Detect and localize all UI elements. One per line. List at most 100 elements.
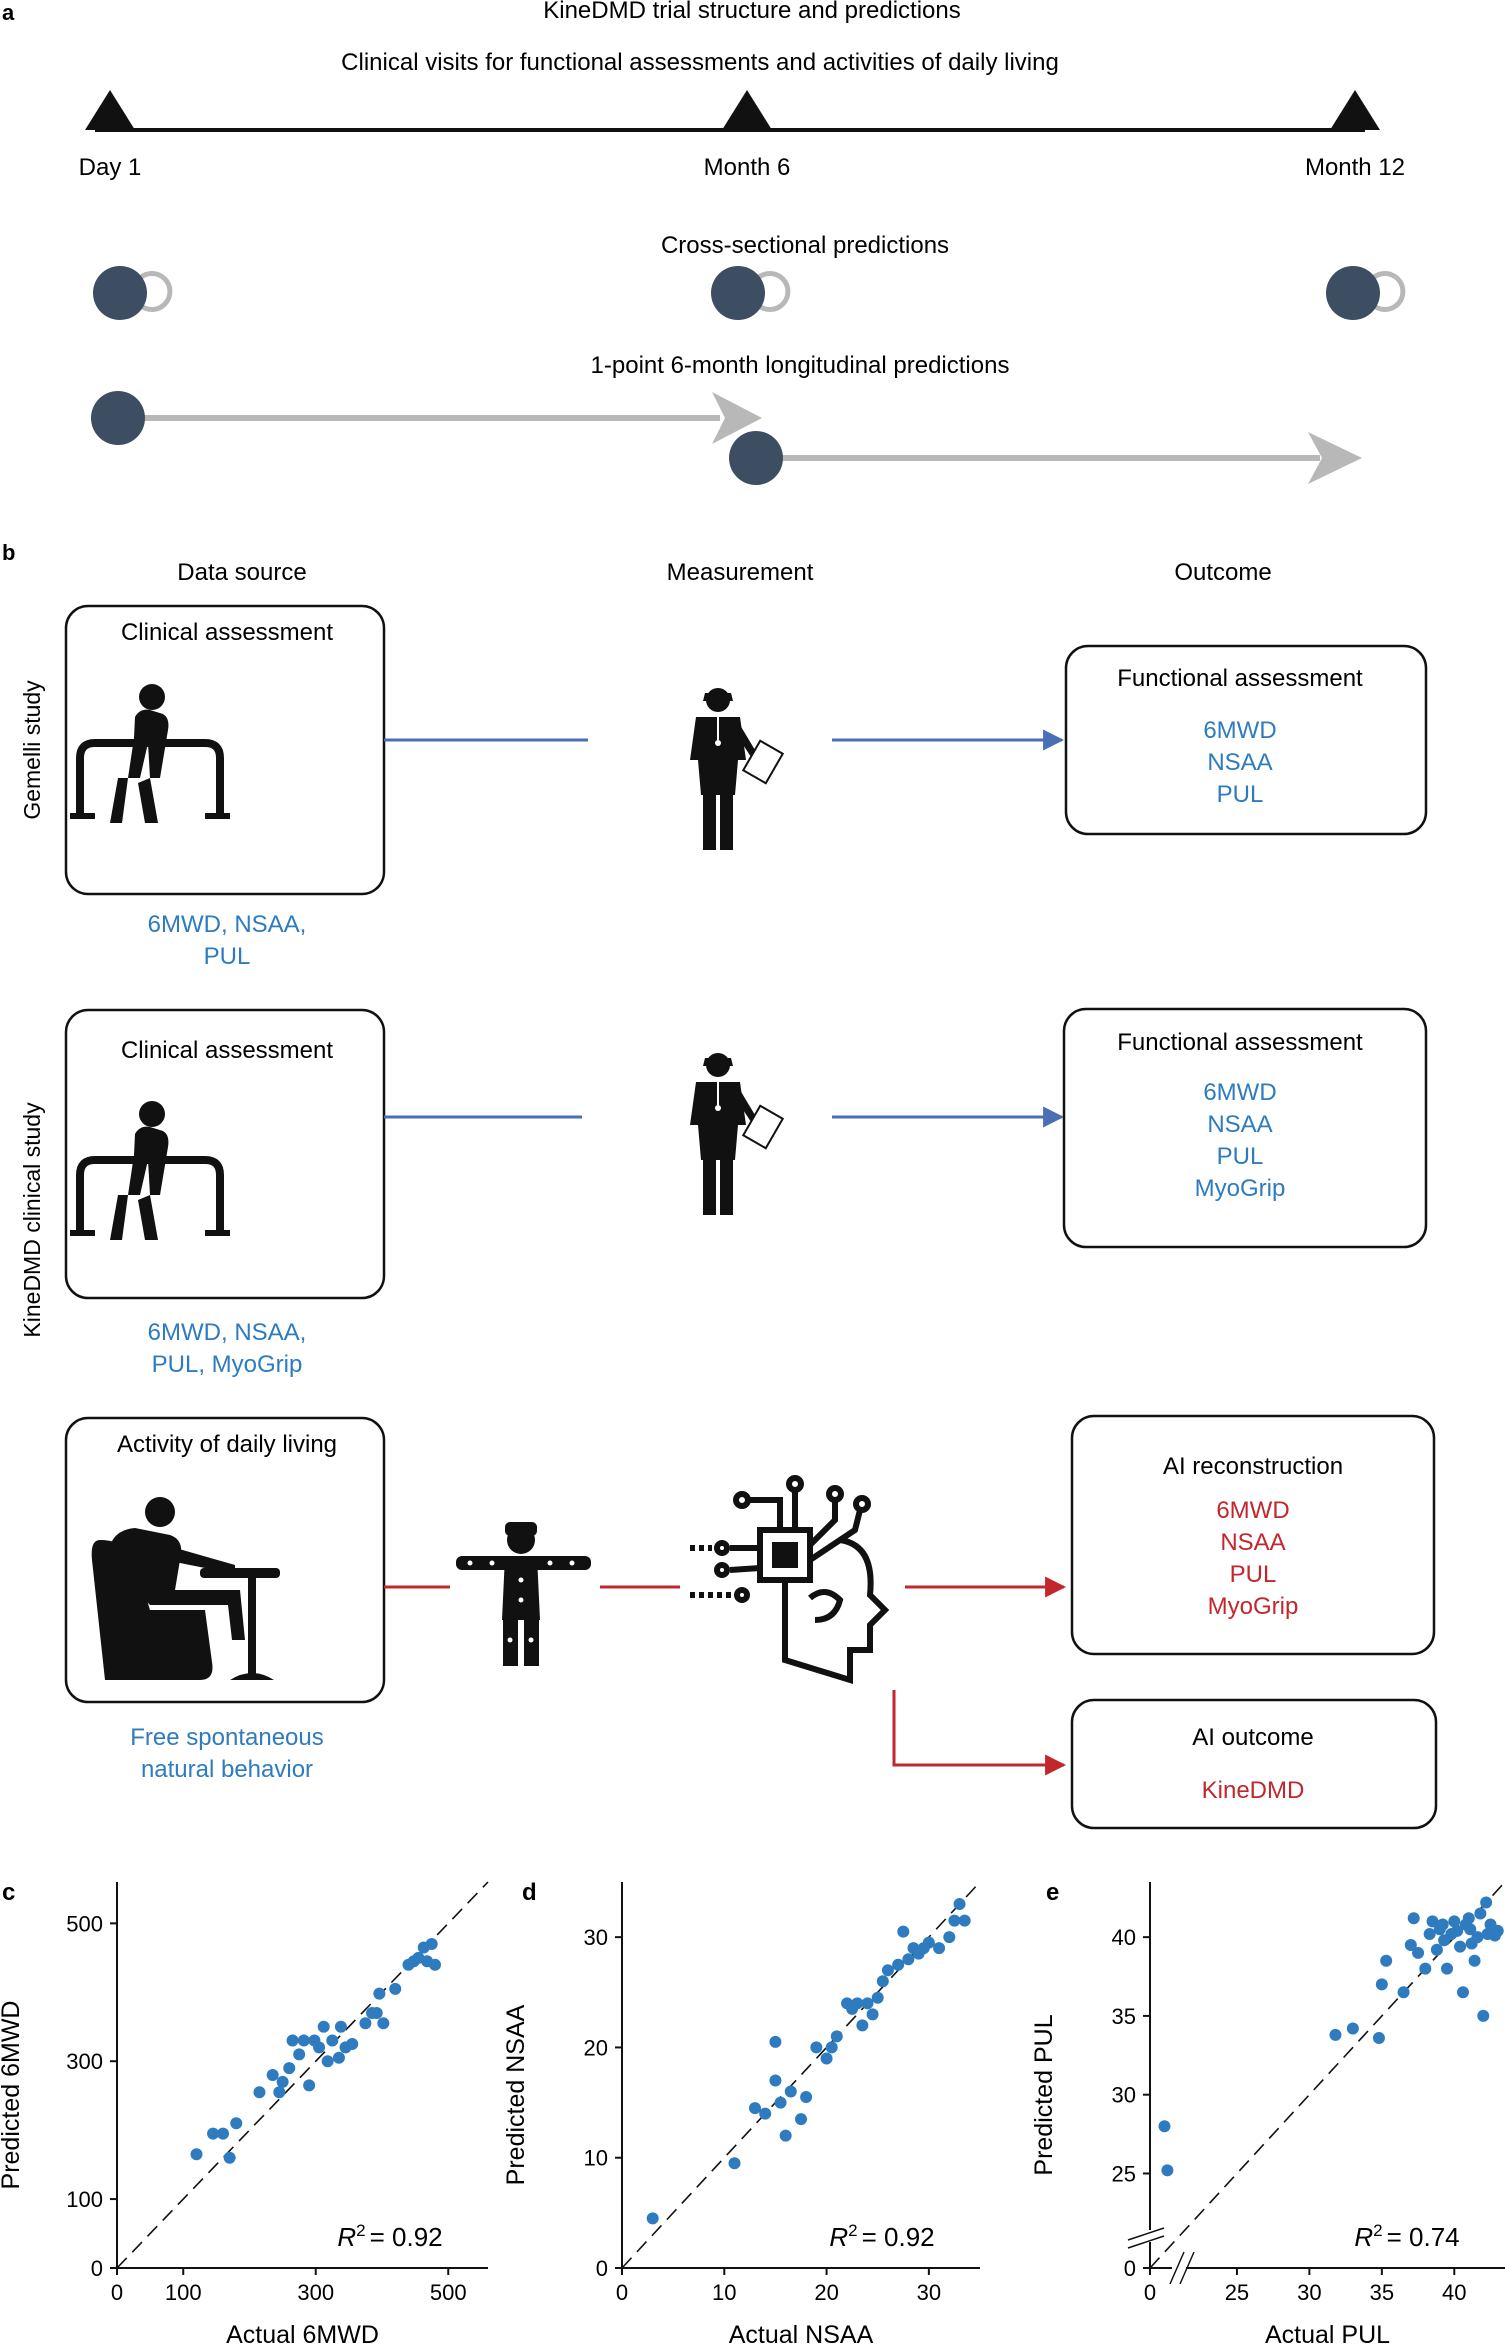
x-tick-label: 100 [165,2280,202,2305]
data-point [190,2148,203,2161]
y-tick-label: 10 [584,2146,608,2171]
data-point [953,1898,966,1911]
cross-sectional-label: Cross-sectional predictions [661,232,949,259]
data-point [851,1997,864,2010]
clinician-icon [689,687,784,851]
data-point [1412,1946,1425,1959]
timeline-marker-month12 [1330,90,1380,130]
cross-sectional-loop-1 [93,266,173,320]
data-point [1404,1939,1417,1952]
data-point [276,2075,289,2088]
data-point [897,1925,910,1938]
x-axis-label: Actual NSAA [729,2321,874,2347]
r-squared-annotation: R2= 0.74 [1354,2221,1459,2252]
data-point [800,2091,813,2104]
data-point [425,1938,438,1951]
y-tick-label: 20 [584,2035,608,2060]
row3-outcome-item: NSAA [1220,1529,1285,1556]
data-point [1158,2120,1171,2133]
data-point [1451,1924,1464,1937]
data-point [922,1936,935,1949]
data-point [948,1914,961,1927]
y-tick-label: 300 [66,2049,103,2074]
data-point [795,2113,807,2126]
sensor-suit-icon [456,1522,591,1666]
y-tick-label: 500 [66,1911,103,1936]
row2-outcome-title: Functional assessment [1117,1029,1363,1056]
y-tick-label: 25 [1112,2161,1136,2186]
x-tick-label: 25 [1225,2280,1249,2305]
y-tick-label: 0 [1124,2256,1136,2281]
data-point [207,2127,220,2140]
cross-sectional-loop-3 [1326,266,1406,320]
y-tick-label: 100 [66,2187,103,2212]
data-point [1426,1915,1439,1928]
longitudinal-arrow-1 [91,391,762,445]
x-tick-label: 20 [814,2280,838,2305]
visit-label-day1: Day 1 [79,154,142,181]
row3-source-caption-line2: natural behavior [141,1756,313,1783]
data-point [871,1991,884,2004]
panel-a-subtitle: Clinical visits for functional assessmen… [341,49,1059,76]
data-point [334,2020,347,2033]
data-point [283,2062,296,2075]
data-point [892,1958,905,1971]
panel-a-letter: a [2,0,15,25]
panel-letter: c [2,1879,15,1906]
x-tick-label: 500 [430,2280,467,2305]
row1-outcome-item: PUL [1217,781,1264,808]
data-point [389,1982,402,1995]
data-point [866,2008,879,2021]
data-point [902,1953,915,1966]
row1-source-box: Clinical assessment [64,604,386,896]
data-point [321,2055,334,2068]
x-tick-label: 10 [712,2280,736,2305]
visit-label-month6: Month 6 [704,154,791,181]
data-point [881,1964,894,1977]
x-tick-label: 0 [1144,2280,1156,2305]
y-axis-label: Predicted NSAA [502,2004,530,2185]
data-point [317,2020,330,2033]
row3-source-title: Activity of daily living [117,1431,337,1458]
data-point [429,1958,441,1971]
visit-label-month12: Month 12 [1305,154,1405,181]
data-point [1477,2009,1490,2022]
data-point [1464,1923,1477,1936]
data-point [293,2048,306,2061]
x-tick-label: 35 [1370,2280,1394,2305]
row3-source-caption-line1: Free spontaneous [130,1724,323,1751]
x-axis-break-gap [1172,2256,1186,2280]
data-point [286,2034,299,2047]
study-label-kinedmd: KineDMD clinical study [19,1102,45,1338]
y-tick-label: 0 [596,2256,608,2281]
row2-outcome-box: Functional assessment 6MWD NSAA PUL MyoG… [1062,1007,1428,1249]
data-point [1491,1924,1504,1937]
x-axis-label: Actual 6MWD [226,2321,379,2347]
row3-outcome-title: AI reconstruction [1163,1453,1343,1480]
data-point [1441,1962,1454,1975]
y-tick-label: 30 [1112,2083,1136,2108]
x-tick-label: 0 [111,2280,123,2305]
r-squared-annotation: R2= 0.92 [829,2221,934,2252]
column-header-data-source: Data source [177,559,306,586]
data-point [769,2035,782,2048]
data-point [1462,1912,1475,1925]
x-tick-label: 30 [917,2280,941,2305]
data-point [1372,2031,1385,2044]
y-tick-label: 0 [91,2256,103,2281]
data-point [1397,1986,1410,1999]
data-point [253,2086,266,2099]
data-point [1436,1918,1449,1931]
data-point [1423,1927,1436,1940]
row2-source-caption-line1: 6MWD, NSAA, [148,1319,307,1346]
row1-outcome-item: NSAA [1207,749,1272,776]
row2-outcome-item: NSAA [1207,1111,1272,1138]
seated-person-icon [91,1497,280,1680]
r-squared-value: = 0.92 [862,2222,935,2252]
data-point [1346,2022,1359,2035]
row3-source-box: Activity of daily living [64,1416,386,1704]
data-point [1480,1896,1493,1909]
r-squared-annotation: R2= 0.92 [337,2221,442,2252]
